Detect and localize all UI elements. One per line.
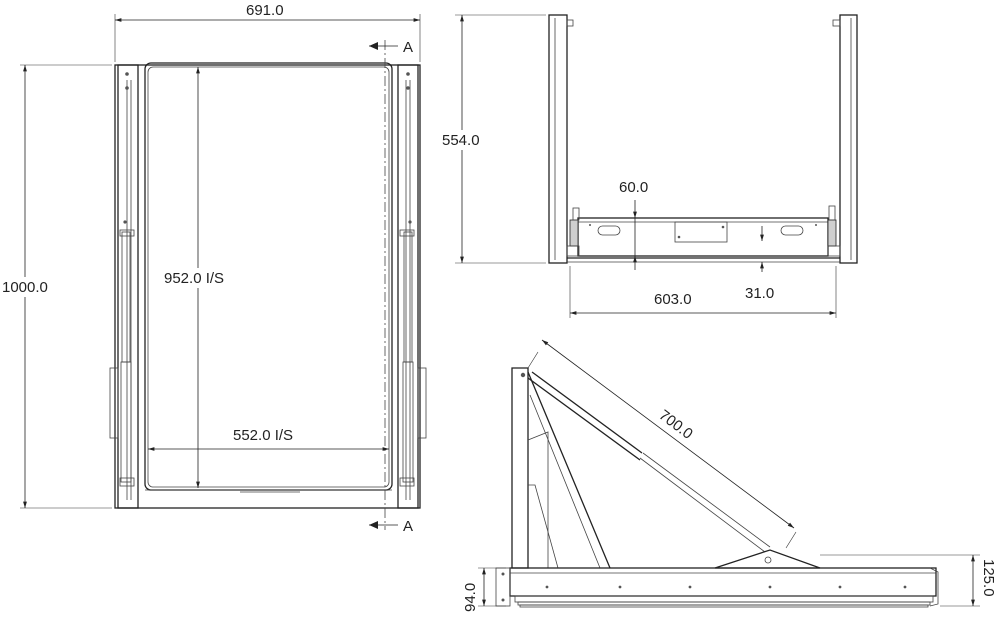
dim-inside-width-text: 552.0 I/S bbox=[233, 427, 293, 444]
top-tray bbox=[577, 217, 829, 257]
front-right-rail bbox=[397, 64, 419, 509]
top-view: 554.0 60.0 31.0 603.0 bbox=[440, 14, 858, 318]
dim-rail-width-text: 603.0 bbox=[654, 291, 692, 308]
dim-base-height-right-text: 125.0 bbox=[980, 559, 997, 597]
section-label-top: A bbox=[403, 39, 413, 56]
dim-overall-height-text: 1000.0 bbox=[2, 279, 48, 296]
dim-arm-length bbox=[541, 339, 795, 529]
section-label-bottom: A bbox=[403, 518, 413, 535]
dim-inside-height-text: 952.0 I/S bbox=[164, 270, 224, 287]
side-view: 700.0 94.0 125.0 bbox=[462, 339, 997, 612]
front-left-rail bbox=[117, 64, 139, 509]
side-base bbox=[509, 567, 937, 597]
side-gas-strut bbox=[527, 377, 641, 461]
dim-depth-text: 554.0 bbox=[442, 132, 480, 149]
dim-base-height-left-text: 94.0 bbox=[462, 583, 479, 612]
top-right-upright bbox=[839, 14, 858, 264]
top-left-upright bbox=[548, 14, 568, 264]
front-right-strut bbox=[403, 231, 413, 363]
front-view: A A 691.0 1000.0 952.0 I/S 552.0 I/S bbox=[0, 2, 427, 535]
dim-base-offset-text: 31.0 bbox=[745, 285, 774, 302]
dim-overall-width-text: 691.0 bbox=[246, 2, 284, 19]
front-left-strut bbox=[121, 231, 131, 363]
side-lid-wedge bbox=[714, 549, 821, 569]
dim-arm-length-text: 700.0 bbox=[656, 407, 696, 443]
side-bracket bbox=[511, 367, 529, 569]
front-outer-frame bbox=[114, 64, 421, 509]
dim-tray-height-text: 60.0 bbox=[619, 179, 648, 196]
